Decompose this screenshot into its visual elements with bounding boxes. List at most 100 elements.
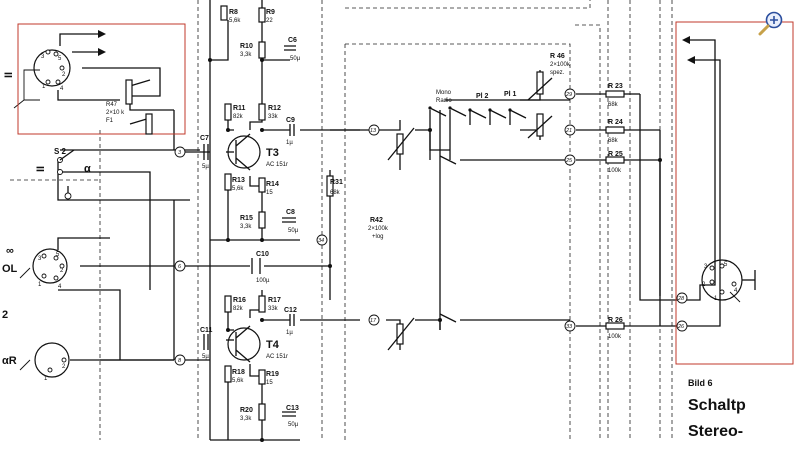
node-34: 34: [316, 234, 328, 246]
svg-text:R31: R31: [330, 179, 343, 186]
svg-text:28: 28: [677, 296, 685, 302]
main-wires: [57, 0, 756, 441]
switch-s2: [57, 149, 75, 200]
svg-text:R 23: R 23: [608, 83, 623, 90]
dashed-module-outlines: [10, 0, 673, 440]
svg-text:T4: T4: [266, 339, 280, 351]
svg-text:22: 22: [266, 18, 273, 24]
potentiometer-top: [387, 127, 415, 161]
svg-text:spez.: spez.: [550, 70, 565, 76]
svg-text:68k: 68k: [330, 190, 341, 196]
svg-text:4: 4: [60, 86, 64, 92]
svg-text:R 24: R 24: [608, 119, 623, 126]
magnifier-plus-icon[interactable]: [758, 11, 783, 36]
c13: C13 50µ: [282, 405, 299, 428]
svg-text:33k: 33k: [268, 114, 279, 120]
svg-text:2: 2: [62, 72, 66, 78]
svg-text:C6: C6: [288, 37, 297, 44]
r23: R 23 68k: [605, 83, 625, 108]
svg-text:25: 25: [565, 158, 573, 164]
label-jack-s2b: α: [84, 163, 91, 175]
svg-text:17: 17: [370, 318, 377, 324]
svg-text:R12: R12: [268, 105, 281, 112]
svg-text:26: 26: [677, 324, 685, 330]
svg-text:R18: R18: [232, 369, 245, 376]
svg-text:3,3k: 3,3k: [240, 52, 252, 58]
svg-text:C13: C13: [286, 405, 299, 412]
node-25: 25: [564, 154, 576, 166]
svg-text:13: 13: [370, 128, 377, 134]
svg-text:5,6k: 5,6k: [229, 18, 241, 24]
svg-text:2×10 k: 2×10 k: [106, 110, 125, 116]
svg-text:82k: 82k: [233, 114, 244, 120]
node-6: 6: [174, 260, 186, 272]
svg-text:5,6k: 5,6k: [232, 378, 244, 384]
svg-text:68k: 68k: [608, 102, 619, 108]
svg-text:50µ: 50µ: [290, 56, 301, 62]
r42: R42 2×100k +log: [368, 217, 389, 240]
svg-text:6: 6: [178, 264, 182, 270]
svg-text:1: 1: [714, 296, 718, 302]
svg-text:R 46: R 46: [550, 53, 565, 60]
svg-text:100µ: 100µ: [256, 278, 270, 284]
svg-text:3: 3: [38, 256, 42, 262]
svg-text:R9: R9: [266, 9, 275, 16]
svg-text:R11: R11: [233, 105, 246, 112]
svg-text:34: 34: [318, 238, 324, 244]
svg-text:2: 2: [702, 282, 706, 288]
svg-text:1: 1: [38, 282, 42, 288]
svg-text:15: 15: [266, 380, 273, 386]
svg-text:2: 2: [62, 364, 66, 370]
svg-text:Mono: Mono: [436, 90, 452, 96]
label-jack-top: II: [3, 72, 15, 78]
label-jack-mid-symbol: ∞: [6, 245, 14, 257]
svg-text:1: 1: [42, 84, 46, 90]
svg-text:1: 1: [44, 376, 48, 382]
din-jack-mid: 3 5 2 1 4: [32, 248, 68, 290]
node-17: 17: [368, 314, 380, 326]
svg-text:1µ: 1µ: [286, 140, 293, 146]
svg-text:100k: 100k: [608, 168, 622, 174]
svg-text:4: 4: [734, 288, 738, 294]
svg-text:50µ: 50µ: [288, 422, 299, 428]
svg-text:C7: C7: [200, 135, 209, 142]
r46: R 46 2×100k spez.: [527, 53, 571, 139]
svg-text:21: 21: [565, 128, 572, 134]
svg-text:3: 3: [178, 150, 182, 156]
label-jack-bottom: αR: [2, 355, 17, 367]
signal-arrows: [98, 30, 695, 64]
c6: C6 50µ: [284, 37, 301, 62]
selector-switches: Mono Radio Pl 2 Pl 1: [428, 90, 527, 323]
node-21: 21: [564, 124, 576, 136]
svg-text:Pl 1: Pl 1: [504, 91, 517, 98]
highlight-box-output: [675, 21, 794, 365]
svg-text:5: 5: [58, 56, 62, 62]
svg-text:R20: R20: [240, 407, 253, 414]
svg-text:3: 3: [704, 264, 708, 270]
highlight-box-input: [17, 23, 186, 135]
svg-text:R47: R47: [106, 102, 118, 108]
node-28: 28: [676, 292, 688, 304]
label-jack-s2: II: [35, 166, 47, 172]
svg-text:Bild 6: Bild 6: [688, 378, 713, 388]
svg-text:C11: C11: [200, 327, 213, 334]
svg-text:R15: R15: [240, 215, 253, 222]
svg-text:15: 15: [266, 190, 273, 196]
svg-text:Radio: Radio: [436, 98, 452, 104]
svg-text:2: 2: [60, 268, 64, 274]
din-jack-top: 3 5 2 1 4: [33, 49, 71, 92]
r31: R31 68k: [326, 175, 343, 197]
svg-text:R17: R17: [268, 297, 281, 304]
